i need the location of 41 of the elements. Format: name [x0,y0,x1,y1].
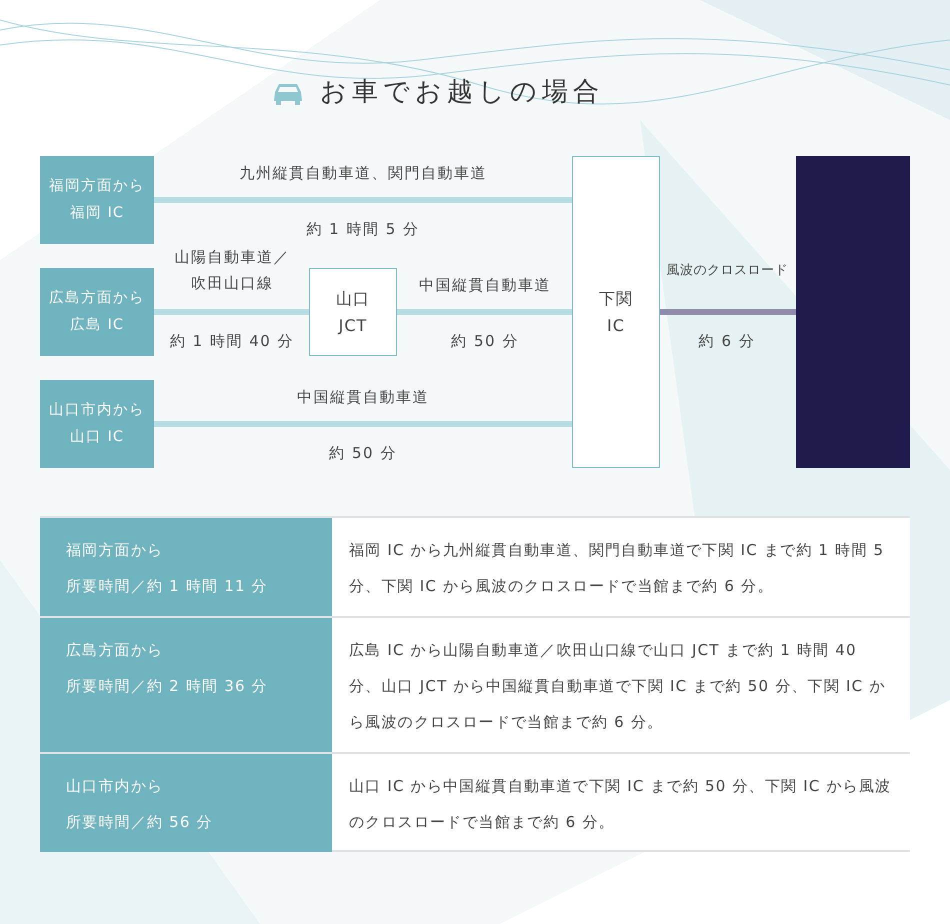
junction-box [309,268,397,356]
road-line [154,421,572,427]
route-description: 広島 IC から山陽自動車道／吹田山口線で山口 JCT まで約 1 時間 40 分、山口 JCT から中国縦貫自動車道で下関 IC まで約 50 分、下関 IC から風波のクロスロードで当館まで約 6 分。 [349,640,886,733]
box-label: 山口市内から [49,400,145,420]
row-heading: 山口市内から [66,776,164,797]
destination-box [796,156,910,468]
travel-time: 約 6 分 [698,331,756,352]
row-heading: 所要時間／約 1 時間 11 分 [66,576,268,597]
row-heading: 所要時間／約 56 分 [66,812,213,833]
title: お車でお越しの場合 [320,76,604,109]
travel-time: 約 1 時間 5 分 [306,219,420,240]
road-line [660,309,796,315]
row-heading: 広島方面から [66,640,164,661]
travel-time: 約 1 時間 40 分 [170,331,294,352]
route-description: 山口 IC から中国縦貫自動車道で下関 IC まで約 50 分、下関 IC から風波のクロスロードで当館まで約 6 分。 [349,776,892,833]
road-name: 山陽自動車道／吹田山口線 [173,247,291,294]
box-label: 福岡方面から [49,176,145,196]
box-label: IC [607,315,625,337]
road-line [397,309,572,315]
interchange-box [572,156,660,468]
box-label: 広島方面から [49,288,145,308]
box-label: 下関 [599,288,633,310]
box-label: 山口 [336,288,370,310]
row-heading: 所要時間／約 2 時間 36 分 [66,676,268,697]
road-name: 中国縦貫自動車道 [297,387,429,408]
travel-time: 約 50 分 [451,331,519,352]
road-line [154,309,309,315]
box-label: JCT [338,315,368,337]
origin-box [40,380,154,468]
origin-box [40,156,154,244]
box-label: 山口 IC [70,428,124,447]
box-label: 福岡 IC [70,204,124,223]
origin-box [40,268,154,356]
road-line [154,197,572,203]
road-name: 中国縦貫自動車道 [419,275,551,296]
row-heading: 福岡方面から [66,540,164,561]
box-label: 広島 IC [70,316,124,335]
road-name: 風波のクロスロード [666,262,788,280]
route-description: 福岡 IC から九州縦貫自動車道、関門自動車道で下関 IC まで約 1 時間 5 分、下関 IC から風波のクロスロードで当館まで約 6 分。 [349,540,886,597]
travel-time: 約 50 分 [329,443,397,464]
road-name: 九州縦貫自動車道、関門自動車道 [239,163,487,184]
